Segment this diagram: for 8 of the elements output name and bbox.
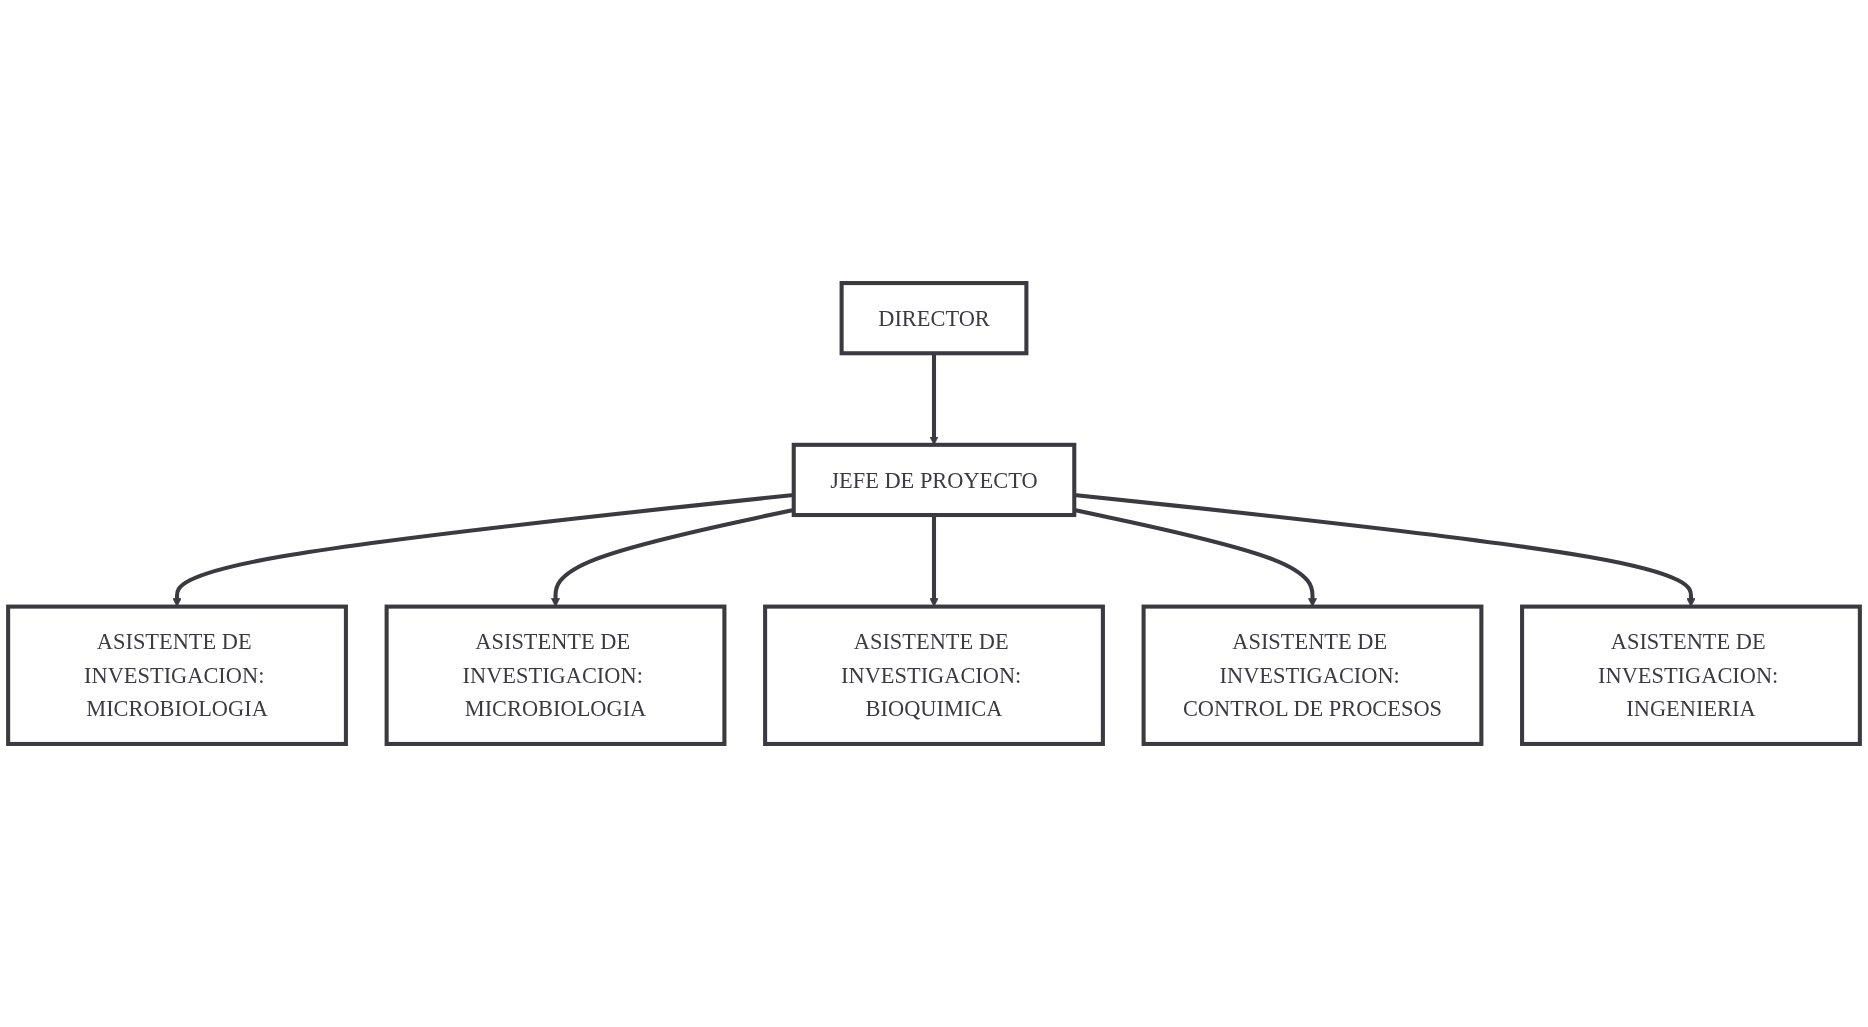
node-box: DIRECTOR [839, 281, 1029, 356]
node-box: JEFE DE PROYECTO [791, 442, 1077, 518]
node-box: ASISTENTE DE INVESTIGACION: MICROBIOLOGIA [6, 604, 348, 746]
node-box: ASISTENTE DE INVESTIGACION: MICROBIOLOGIA [384, 604, 727, 746]
arrow [929, 515, 939, 607]
node-box: ASISTENTE DE INVESTIGACION: CONTROL DE PROCESOS [1141, 604, 1484, 746]
node-box: ASISTENTE DE INVESTIGACION: INGENIERIA [1520, 604, 1862, 746]
node-box: ASISTENTE DE INVESTIGACION: BIOQUIMICA [763, 604, 1105, 746]
